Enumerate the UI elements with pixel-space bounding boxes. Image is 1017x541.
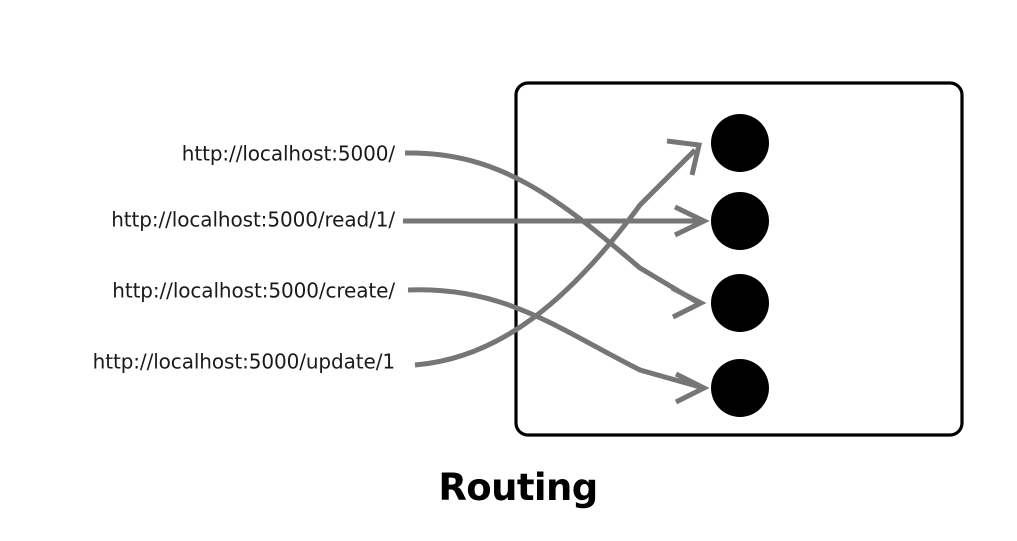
handler-dot-1 xyxy=(711,114,769,172)
handler-dot-3 xyxy=(711,274,769,332)
handler-dot-4 xyxy=(711,359,769,417)
connection-update-to-handler-1 xyxy=(414,138,703,368)
url-label-create: http://localhost:5000/create/ xyxy=(112,279,395,303)
url-label-read: http://localhost:5000/read/1/ xyxy=(111,208,395,232)
arrowhead-read xyxy=(673,204,710,238)
url-label-update: http://localhost:5000/update/1 xyxy=(93,350,395,374)
url-label-root: http://localhost:5000/ xyxy=(182,142,396,166)
arrowhead-root xyxy=(670,285,707,320)
arrowhead-create xyxy=(674,371,710,405)
connection-create-to-handler-4 xyxy=(407,287,710,405)
server-container-box xyxy=(514,81,964,437)
connection-read-to-handler-2 xyxy=(403,204,710,238)
page-title: Routing xyxy=(438,466,597,509)
arrowhead-update xyxy=(666,138,703,176)
handler-dot-2 xyxy=(711,192,769,250)
route-curve-root xyxy=(404,150,699,305)
connection-root-to-handler-3 xyxy=(404,150,707,320)
route-curve-update xyxy=(414,148,697,368)
